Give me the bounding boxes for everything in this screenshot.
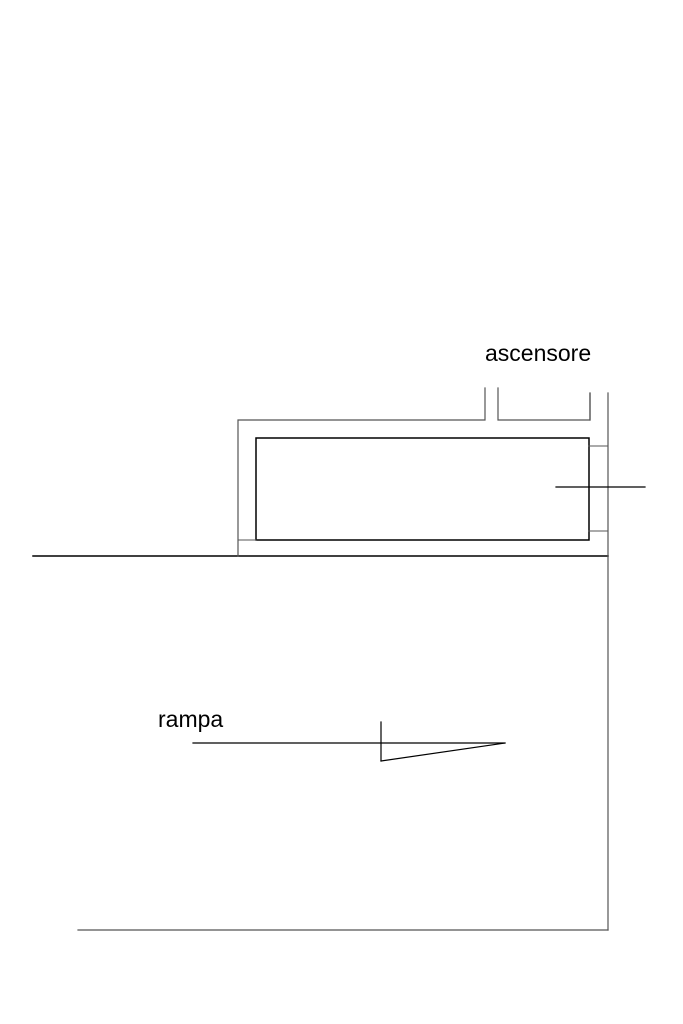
elevator-shaft-wall [497, 387, 591, 421]
ramp-arrow-head-edge [380, 742, 506, 762]
elevator-block-outer-wall [237, 387, 486, 557]
ramp-label: rampa [158, 706, 224, 732]
elevator-inner-rectangle [255, 437, 590, 541]
elevator-label: ascensore [485, 340, 592, 366]
